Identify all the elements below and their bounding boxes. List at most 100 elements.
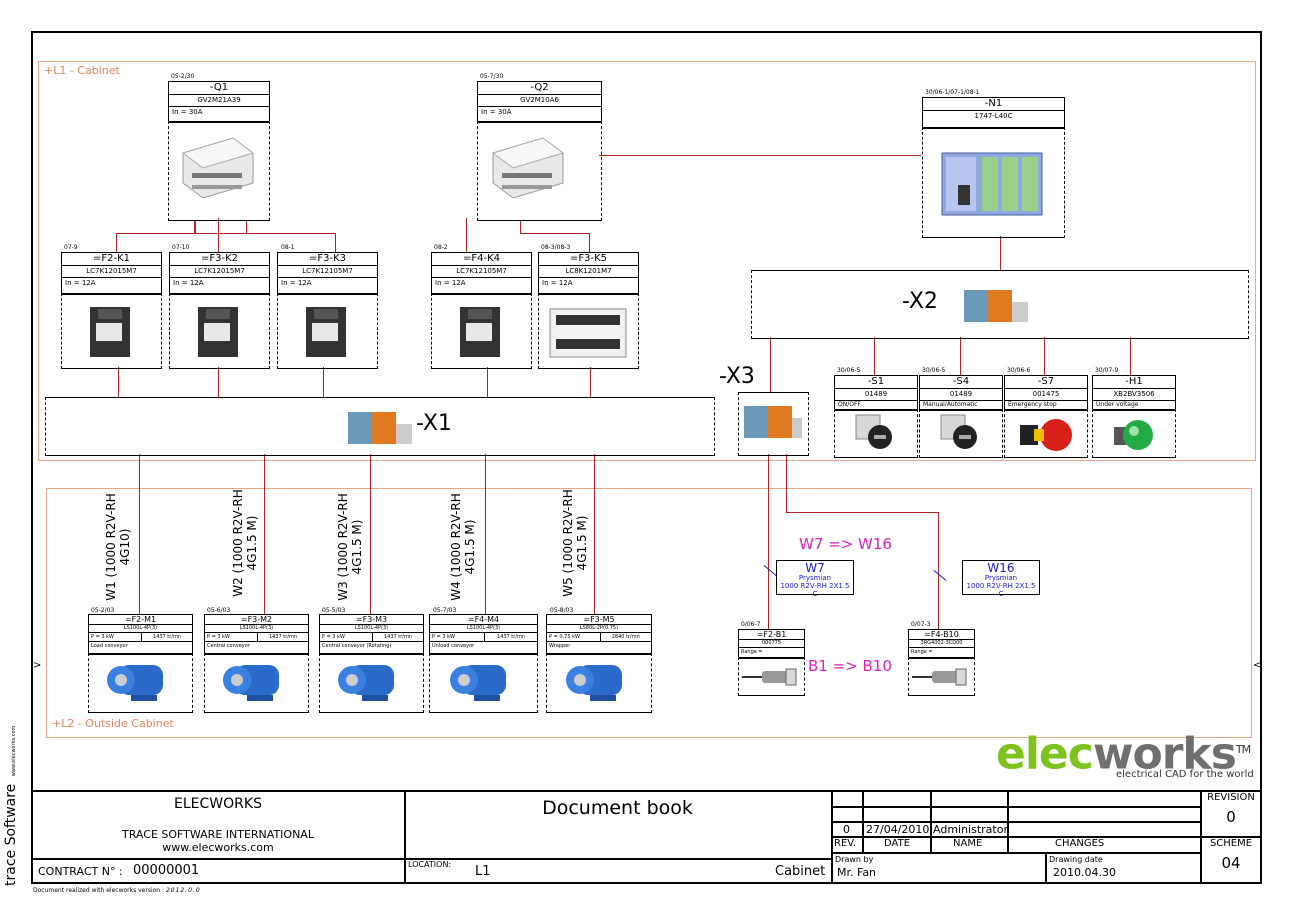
contactor-rating: In = 12A <box>65 279 96 287</box>
drawn-by: Mr. Fan <box>837 866 877 879</box>
cable-spec: 1000 R2V-RH 2X1.5 C <box>780 582 850 598</box>
cable-w7[interactable]: W7 Prysmian 1000 R2V-RH 2X1.5 C <box>776 560 854 598</box>
contactor-f4-k4[interactable]: =F4-K4 LC7K12105M7 In = 12A <box>431 252 532 295</box>
terminal-x2-label: -X2 <box>902 289 938 314</box>
motor-model: LS100L-4P(3) <box>205 625 308 633</box>
breaker-rating: In = 30A <box>481 108 512 116</box>
emergency-stop-icon <box>1020 419 1072 451</box>
selector-switch-icon <box>940 414 977 449</box>
scheme-value: 04 <box>1221 854 1241 872</box>
switch-ref: 30/06-6 <box>1007 367 1031 374</box>
cabinet-zone-label: +L1 - Cabinet <box>44 64 120 77</box>
contactor-tag: =F3-K2 <box>170 253 269 266</box>
switch-model: 001475 <box>1005 389 1087 401</box>
outside-zone <box>46 488 1252 738</box>
motor-tag: =F3-M5 <box>547 615 651 625</box>
motor-power: P = 3 kW <box>432 634 455 640</box>
motor-power: P = 3 kW <box>207 634 230 640</box>
breaker-q1-symbol <box>168 121 270 221</box>
switch-tag: -H1 <box>1093 376 1175 389</box>
motor-speed: 1437 tr/mn <box>257 633 308 641</box>
motor-speed: 2840 tr/mn <box>599 633 652 641</box>
breaker-ref: 05-2/30 <box>171 73 195 80</box>
sensor-ref: 0/06-7 <box>741 621 761 628</box>
contactor-ref: 08-1 <box>281 244 295 251</box>
terminal-block-icon <box>744 406 802 438</box>
location-code: L1 <box>475 864 491 879</box>
contactor-tag: =F4-K4 <box>432 253 531 266</box>
terminal-x1-label: -X1 <box>416 411 452 436</box>
motor-icon <box>566 665 622 701</box>
plc-tag: -N1 <box>923 98 1064 111</box>
sensor-tag: =F2-B1 <box>739 630 804 640</box>
contactor-f3-k5[interactable]: =F3-K5 LC8K1201M7 In = 12A <box>538 252 639 295</box>
changes-header: CHANGES <box>1055 838 1105 849</box>
left-margin-arrow: > <box>33 660 42 671</box>
plc-n1[interactable]: -N1 1747-L40C <box>922 97 1065 129</box>
contactor-model: LC7K12105M7 <box>432 266 531 278</box>
sensor-model: 000775 <box>739 640 804 648</box>
plc-model: 1747-L40C <box>974 112 1013 120</box>
sensor-range: Range = <box>741 649 763 655</box>
switch-ref: 30/06-5 <box>922 367 946 374</box>
sensor-f4-b10[interactable]: =F4-B10 3RG4002-3CD00 Range = <box>908 629 975 659</box>
breaker-q2-symbol <box>477 121 602 221</box>
sensor-range: Range = <box>911 649 933 655</box>
pilot-light-icon <box>1114 420 1153 450</box>
motor-desc: Central conveyor (Rotating) <box>322 643 392 649</box>
switch-desc: Emergency stop <box>1008 401 1057 408</box>
motor-model: LS100L-4P(3) <box>320 625 423 633</box>
contactor-rating: In = 12A <box>542 279 573 287</box>
relay-icon <box>549 308 627 358</box>
contactor-icon <box>90 307 130 357</box>
motor-tag: =F3-M3 <box>320 615 423 625</box>
breaker-q2[interactable]: -Q2 GV2M10A6 In = 30A <box>477 81 602 123</box>
proximity-sensor-icon <box>742 668 797 686</box>
drawing-frame <box>31 31 1262 884</box>
contactor-icon <box>198 307 238 357</box>
elecworks-logo: elecworksTM <box>996 728 1251 780</box>
switch-model: XB2BV3506 <box>1093 389 1175 401</box>
sensor-f2-b1[interactable]: =F2-B1 000775 Range = <box>738 629 805 659</box>
motor-model: LS80L-2P(0.75) <box>547 625 651 633</box>
switch-s1[interactable]: -S1 01489 ON/OFF <box>834 375 918 411</box>
motor-f3-m5[interactable]: =F3-M5 LS80L-2P(0.75) P = 0.75 kW 2840 tr… <box>546 614 652 655</box>
contactor-f2-k1[interactable]: =F2-K1 LC7K12015M7 In = 12A <box>61 252 162 295</box>
contactor-model: LC7K12015M7 <box>170 266 269 278</box>
motor-ref: 05-2/03 <box>91 607 115 614</box>
switch-s4[interactable]: -S4 01489 Manual/Automatic <box>919 375 1003 411</box>
light-h1[interactable]: -H1 XB2BV3506 Under voltage <box>1092 375 1176 411</box>
breaker-rating: In = 30A <box>172 108 203 116</box>
drawn-by-label: Drawn by <box>835 855 874 864</box>
proximity-sensor-icon <box>912 668 967 686</box>
breaker-model: GV2M21A39 <box>169 95 269 107</box>
terminal-x3[interactable] <box>738 392 809 456</box>
contactor-symbol <box>538 293 639 369</box>
contactor-symbol <box>61 293 162 369</box>
contactor-f3-k2[interactable]: =F3-K2 LC7K12015M7 In = 12A <box>169 252 270 295</box>
terminal-x2[interactable] <box>751 270 1249 339</box>
switch-desc: ON/OFF <box>838 401 861 408</box>
breaker-icon <box>181 137 255 199</box>
motor-power: P = 0.75 kW <box>549 634 580 640</box>
switch-s7[interactable]: -S7 001475 Emergency stop <box>1004 375 1088 411</box>
contract-label: CONTRACT N° : <box>38 865 123 878</box>
motor-desc: Central conveyor <box>207 643 250 649</box>
cable-tag: W7 <box>805 561 825 575</box>
motor-tag: =F4-M4 <box>430 615 537 625</box>
motor-tag: =F2-M1 <box>89 615 192 625</box>
breaker-q1[interactable]: -Q1 GV2M21A39 In = 30A <box>168 81 270 123</box>
motor-model: LS100L-4P(3) <box>430 625 537 633</box>
cable-w16[interactable]: W16 Prysmian 1000 R2V-RH 2X1.5 C <box>962 560 1040 598</box>
sensor-symbol <box>908 657 975 696</box>
motor-desc: Wrapper <box>549 643 571 649</box>
contactor-f3-k3[interactable]: =F3-K3 LC7K12105M7 In = 12A <box>277 252 378 295</box>
switch-tag: -S4 <box>920 376 1002 389</box>
terminal-x1[interactable] <box>45 397 715 456</box>
motor-speed: 1437 tr/mn <box>372 633 423 641</box>
